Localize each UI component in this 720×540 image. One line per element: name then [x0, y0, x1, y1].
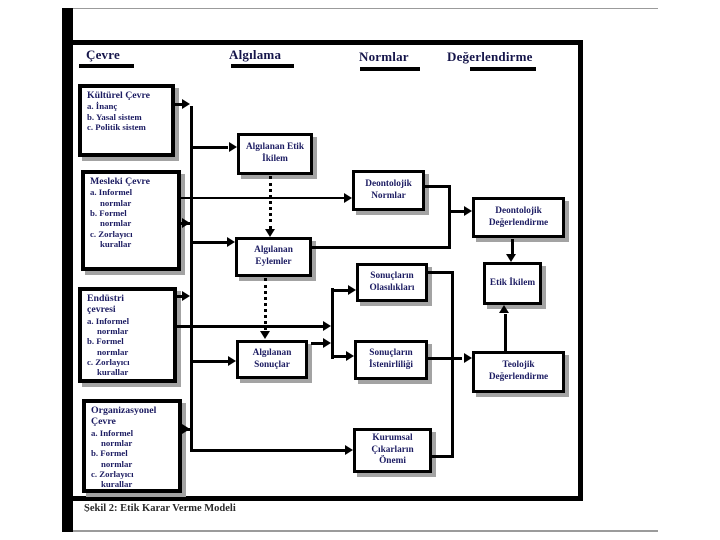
box-deontolojik-normlar: Deontolojik Normlar [352, 170, 425, 211]
connector-dotted-eylemler-to-sonuclar [264, 278, 267, 330]
arrowhead [344, 193, 352, 203]
env-box-item: c. Zorlayıcı kurallar [91, 469, 134, 490]
connector-trunk [190, 106, 193, 452]
box-algilanan-etik-ikilem: Algılanan Etik İkilem [237, 133, 313, 175]
arrowhead [506, 254, 516, 262]
arrowhead [346, 351, 354, 361]
arrowhead [229, 142, 237, 152]
arrowhead [182, 99, 190, 109]
env-box-item: a. İnanç [87, 101, 118, 112]
arrowhead [182, 291, 190, 301]
env-box-item: b. Formel normlar [91, 448, 133, 469]
figure-caption: Şekil 2: Etik Karar Verme Modeli [84, 503, 236, 512]
env-box-title: Endüstri çevresi [87, 293, 125, 316]
column-header-normlar: Normlar [359, 49, 409, 64]
box-sonuclarin-olasiliklari: Sonuçların Olasılıkları [356, 263, 428, 302]
env-box-mesleki-cevre: Mesleki Çevre a. Informel normlar b. For… [81, 170, 181, 271]
env-box-item: a. Informel normlar [90, 187, 133, 208]
connector-bracket [331, 288, 334, 359]
arrowhead [323, 338, 331, 348]
connector-deontolojik-junction [448, 185, 451, 249]
env-box-item: c. Politik sistem [87, 122, 146, 133]
env-box-title: Kültürel Çevre [87, 90, 151, 101]
connector-teolojik-to-etik-ikilem [504, 314, 507, 351]
arrowhead [227, 237, 235, 247]
env-box-title: Mesleki Çevre [90, 176, 150, 187]
box-kurumsal-cikarlarin-onemi: Kurumsal Çıkarların Önemi [353, 428, 432, 473]
arrowhead [323, 321, 331, 331]
env-box-title: Organizasyonel Çevre [91, 405, 157, 428]
env-box-item: b. Formel normlar [90, 208, 132, 229]
slide-bottom-edge [62, 530, 658, 532]
env-box-item: c. Zorlayıcı kurallar [87, 357, 130, 378]
header-underline-cevre [79, 64, 134, 68]
box-algilanan-sonuclar: Algılanan Sonuçlar [236, 340, 308, 379]
connector-normlar-elbow [425, 185, 451, 188]
connector-eylemler-to-junction [312, 246, 451, 249]
arrowhead [348, 285, 356, 295]
arrowhead [464, 206, 472, 216]
box-deontolojik-degerlendirme: Deontolojik Değerlendirme [472, 197, 565, 238]
env-box-item: c. Zorlayıcı kurallar [90, 228, 133, 250]
env-box-item: b. Yasal sistem [87, 111, 142, 122]
env-box-item: a. Informel normlar [87, 315, 130, 336]
arrowhead [499, 305, 509, 313]
slide-top-edge [62, 8, 658, 9]
connector-teolojik-collector [451, 271, 454, 458]
diagram-frame [62, 40, 583, 501]
connector-dotted-ikilem-to-eylemler [269, 176, 272, 229]
env-box-item: b. Formel normlar [87, 336, 129, 357]
env-box-endustri-cevresi: Endüstri çevresi a. Informel normlar b. … [78, 287, 177, 383]
box-sonuclarin-istenirliligi: Sonuçların İstenirliliği [354, 340, 428, 380]
arrowhead [464, 353, 472, 363]
slide-left-bar [62, 8, 73, 532]
arrowhead [265, 229, 275, 237]
header-underline-degerlendirme [470, 67, 536, 71]
connector-trunk-to-kurumsal [190, 449, 346, 452]
env-box-kulturel-cevre: Kültürel Çevre a. İnanç b. Yasal sistem … [78, 84, 175, 157]
box-teolojik-degerlendirme: Teolojik Değerlendirme [472, 351, 565, 393]
connector-trunk-to-eylemler [192, 241, 227, 244]
connector-kurumsal-to-collector [432, 455, 454, 458]
connector-endustri-to-trunk [177, 295, 184, 298]
arrowhead [182, 424, 190, 434]
connector-sonuclar-to-bracket [311, 342, 326, 345]
arrowhead [228, 356, 236, 366]
arrowhead [260, 331, 270, 339]
header-underline-algilama [231, 64, 294, 68]
connector-endustri-to-bracket [177, 325, 325, 328]
connector-trunk-to-etik-ikilem [192, 146, 228, 149]
column-header-algilama: Algılama [229, 47, 282, 62]
connector-olasiliklari-to-collector [428, 271, 451, 274]
connector-mesleki-to-deontolojik-normlar [181, 197, 345, 199]
header-underline-normlar [360, 67, 420, 71]
connector-junction-to-deontolojik-degerlendirme [450, 210, 464, 213]
column-header-cevre: Çevre [86, 47, 120, 62]
box-algilanan-eylemler: Algılanan Eylemler [235, 237, 312, 277]
column-header-degerlendirme: Değerlendirme [447, 49, 533, 64]
box-etik-ikilem: Etik İkilem [483, 262, 542, 305]
arrowhead [182, 218, 190, 228]
connector-bracket-to-olasiliklari [334, 289, 348, 292]
env-box-organizasyonel-cevre: Organizasyonel Çevre a. Informel normlar… [82, 399, 182, 493]
connector-bracket-to-istenirliligi [334, 355, 348, 358]
connector-istenirliligi-to-teolojik [428, 357, 462, 360]
env-box-item: a. Informel normlar [91, 427, 134, 448]
connector-kulturel-to-trunk [175, 103, 187, 106]
connector-trunk-to-sonuclar [192, 360, 228, 363]
arrowhead [345, 445, 353, 455]
connector-deontolojik-to-etik-ikilem [511, 239, 514, 255]
